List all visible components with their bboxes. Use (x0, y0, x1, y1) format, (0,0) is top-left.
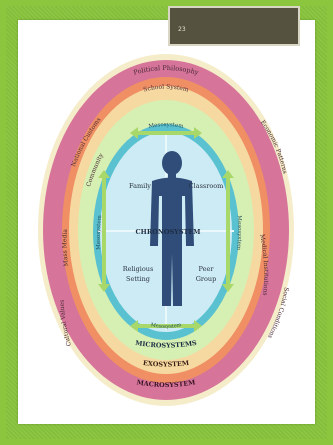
setting-label: Setting (126, 275, 150, 283)
mesosystem-right-label: Mesosystem (235, 215, 242, 251)
religious-label: Religious (123, 265, 154, 273)
family-label: Family (129, 182, 151, 190)
chronosystem-label: CHRONOSYSTEM (136, 228, 201, 236)
group-label: Group (196, 275, 217, 283)
classroom-label: Classroom (189, 182, 224, 190)
peer-label: Peer (199, 265, 215, 273)
